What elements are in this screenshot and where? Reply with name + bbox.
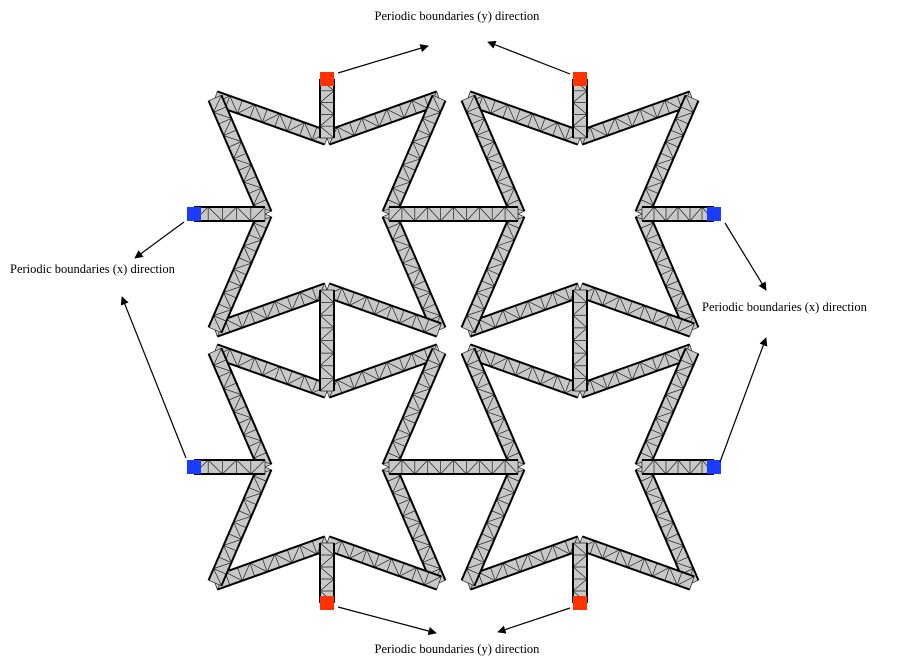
pointer-arrow	[497, 607, 571, 634]
boundary-nodes	[187, 72, 721, 610]
pointer-arrow	[337, 606, 437, 636]
star-cell-4-edge	[634, 347, 700, 471]
star-cell-2-edge	[465, 90, 583, 146]
star-cell-1-edge	[212, 90, 330, 146]
right-label: Periodic boundaries (x) direction	[702, 300, 867, 314]
stub-strut	[319, 542, 335, 604]
star-cell-2-edge	[577, 282, 695, 338]
star-cell-4-edge	[460, 347, 526, 471]
truss-layer	[193, 78, 715, 604]
arrows	[120, 40, 768, 636]
x-boundary-node	[187, 460, 201, 474]
bottom-label: Periodic boundaries (y) direction	[374, 642, 540, 656]
stub-strut	[193, 459, 266, 475]
star-cell-1-edge	[324, 90, 442, 146]
y-boundary-node	[320, 72, 334, 86]
y-boundary-node	[573, 596, 587, 610]
star-cell-3-edge	[212, 535, 330, 591]
star-cell-2-edge	[577, 90, 695, 146]
stub-strut	[641, 206, 715, 222]
star-cell-3-edge	[381, 347, 447, 471]
star-cell-1-edge	[207, 94, 273, 218]
stub-strut	[193, 206, 266, 222]
stub-strut	[641, 459, 715, 475]
left-label: Periodic boundaries (x) direction	[10, 262, 175, 276]
connector-strut	[572, 289, 588, 392]
star-cell-3-edge	[324, 535, 442, 591]
star-cell-2-edge	[460, 210, 526, 334]
star-cell-2-edge	[460, 94, 526, 218]
pointer-arrow	[337, 44, 429, 74]
pointer-arrow	[719, 337, 768, 463]
star-cell-1-edge	[381, 94, 447, 218]
star-cell-2-edge	[465, 282, 583, 338]
pointer-arrow	[134, 221, 185, 259]
star-cell-1-edge	[207, 210, 273, 334]
star-cell-4-edge	[465, 535, 583, 591]
connector-strut	[388, 206, 519, 222]
pointer-arrow	[120, 296, 187, 459]
star-cell-4-edge	[460, 463, 526, 587]
pointer-arrow	[487, 40, 571, 75]
star-cell-2-edge	[634, 94, 700, 218]
connector-strut	[319, 289, 335, 392]
star-cell-1-edge	[324, 282, 442, 338]
star-cell-1-edge	[212, 282, 330, 338]
star-cell-2-edge	[634, 210, 700, 334]
x-boundary-node	[707, 207, 721, 221]
x-boundary-node	[707, 460, 721, 474]
top-label: Periodic boundaries (y) direction	[374, 9, 540, 23]
star-cell-3-edge	[212, 343, 330, 399]
x-boundary-node	[187, 207, 201, 221]
star-cell-4-edge	[577, 535, 695, 591]
star-cell-3-edge	[207, 463, 273, 587]
stub-strut	[572, 542, 588, 604]
pointer-arrow	[724, 222, 767, 291]
star-cell-3-edge	[207, 347, 273, 471]
star-cell-4-edge	[465, 343, 583, 399]
stub-strut	[319, 78, 335, 139]
connector-strut	[388, 459, 519, 475]
stub-strut	[572, 78, 588, 139]
y-boundary-node	[573, 72, 587, 86]
star-cell-3-edge	[381, 463, 447, 587]
y-boundary-node	[320, 596, 334, 610]
star-cell-4-edge	[577, 343, 695, 399]
star-cell-1-edge	[381, 210, 447, 334]
